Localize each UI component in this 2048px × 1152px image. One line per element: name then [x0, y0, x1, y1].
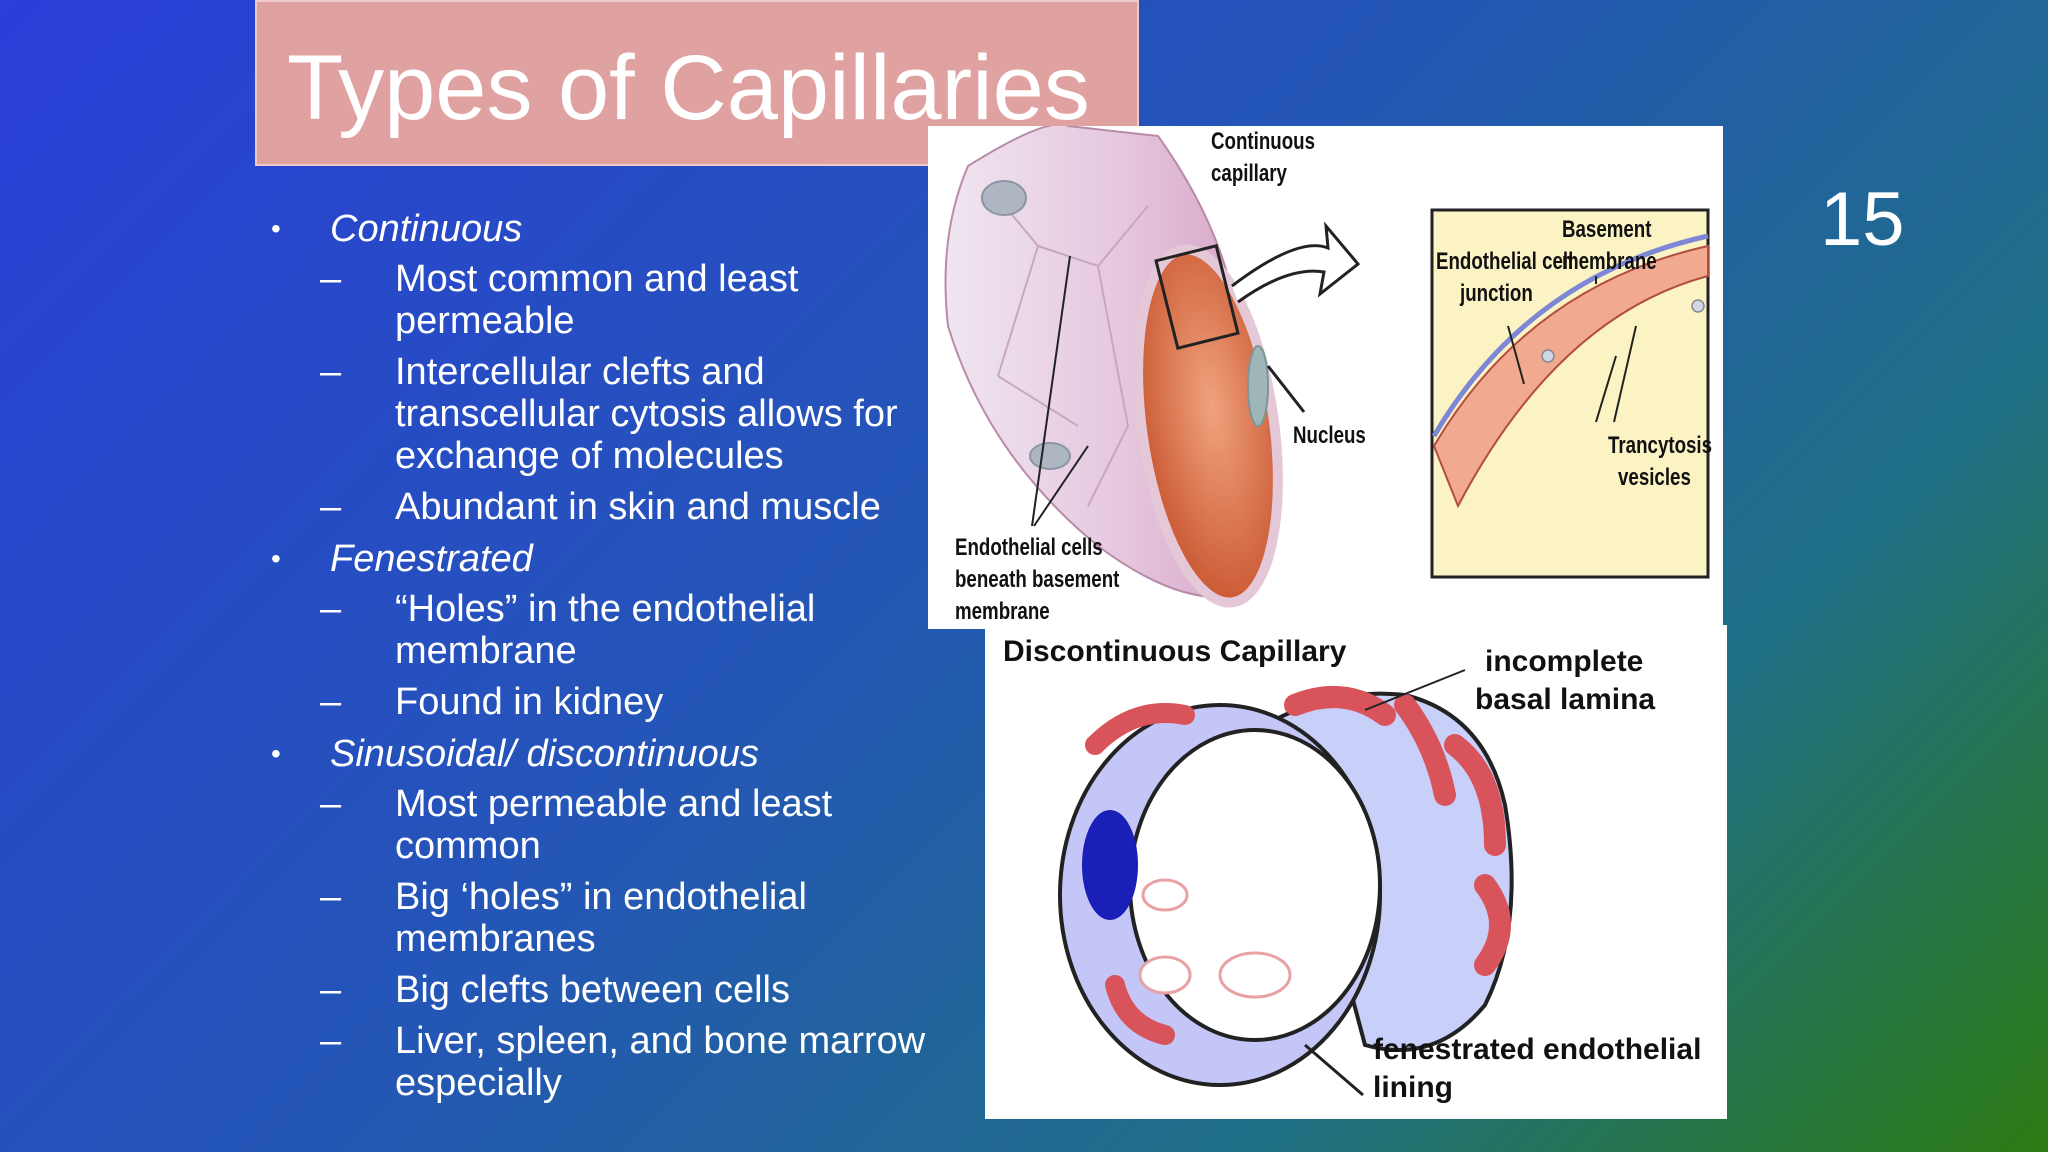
inset-junction-2: junction: [1460, 280, 1533, 307]
sub-item-text: Intercellular clefts and transcellular c…: [395, 351, 898, 477]
title-box: Types of Capillaries: [255, 0, 1139, 166]
bullet-heading: Fenestrated: [330, 538, 533, 580]
bullet-fenestrated: • Fenestrated –“Holes” in the endothelia…: [268, 538, 948, 723]
sub-item: –Liver, spleen, and bone marrow especial…: [320, 1020, 926, 1104]
sub-item: –“Holes” in the endothelial membrane: [320, 588, 816, 672]
sub-item: –Found in kidney: [320, 681, 664, 723]
label-endothelial-1: Endothelial cells: [955, 534, 1103, 561]
sub-item: –Big clefts between cells: [320, 969, 790, 1011]
sub-item-text: Liver, spleen, and bone marrow especiall…: [395, 1020, 926, 1104]
sub-item: –Intercellular clefts and transcellular …: [320, 351, 898, 477]
sub-item-text: Most common and least permeable: [395, 258, 799, 342]
slide-number: 15: [1820, 177, 1905, 262]
sub-item-text: Big clefts between cells: [395, 969, 790, 1011]
discontinuous-capillary-figure: Discontinuous Capillary incomplete basal…: [985, 625, 1727, 1119]
bullet-dot: •: [271, 543, 281, 574]
sub-item-text: Abundant in skin and muscle: [395, 486, 881, 528]
bullet-sinusoidal: • Sinusoidal/ discontinuous –Most permea…: [268, 733, 948, 1104]
label-endothelial-2: beneath basement: [955, 566, 1120, 593]
bullet-heading: Continuous: [330, 208, 523, 250]
inset-junction-1: Endothelial cell: [1436, 248, 1574, 275]
bullet-continuous: • Continuous –Most common and least perm…: [268, 208, 948, 528]
sub-item: –Abundant in skin and muscle: [320, 486, 881, 528]
sub-item: –Big ‘holes” in endothelial membranes: [320, 876, 807, 960]
sub-item: –Most permeable and least common: [320, 783, 833, 867]
sub-item-text: “Holes” in the endothelial membrane: [395, 588, 816, 672]
discontinuous-title: Discontinuous Capillary: [1003, 635, 1347, 668]
label-continuous: Continuous: [1211, 128, 1315, 155]
label-lining: lining: [1373, 1071, 1453, 1104]
bullet-list: • Continuous –Most common and least perm…: [268, 208, 948, 1114]
bullet-dot: •: [271, 213, 281, 244]
inset-vesicles-2: vesicles: [1618, 464, 1691, 491]
continuous-capillary-figure: Continuous capillary Nucleus Endothelial…: [928, 126, 1723, 629]
bullet-heading: Sinusoidal/ discontinuous: [330, 733, 759, 775]
label-capillary: capillary: [1211, 160, 1287, 187]
label-endothelial-3: membrane: [955, 598, 1050, 625]
sub-item: –Most common and least permeable: [320, 258, 799, 342]
sub-item-text: Found in kidney: [395, 681, 664, 723]
label-incomplete: incomplete: [1485, 645, 1644, 678]
label-basal-lamina: basal lamina: [1475, 683, 1656, 716]
inset-vesicles-1: Trancytosis: [1608, 432, 1713, 459]
bullet-dot: •: [271, 738, 281, 769]
inset-basement-1: Basement: [1562, 216, 1652, 243]
discontinuous-capillary-illustration: [1058, 669, 1514, 1097]
slide-title: Types of Capillaries: [287, 37, 1090, 139]
continuous-capillary-illustration: [944, 126, 1710, 608]
label-nucleus: Nucleus: [1293, 422, 1366, 449]
sub-item-text: Big ‘holes” in endothelial membranes: [395, 876, 807, 960]
sub-item-text: Most permeable and least common: [395, 783, 833, 867]
inset-basement-2: membrane: [1562, 248, 1657, 275]
label-fenestrated: fenestrated endothelial: [1373, 1033, 1702, 1066]
